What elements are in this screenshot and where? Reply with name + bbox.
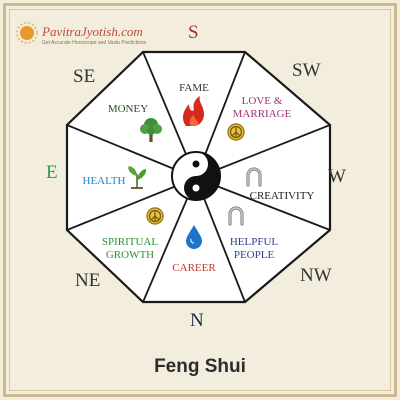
direction-northwest: NW [300,265,332,286]
sun-logo-icon [16,22,38,44]
sector-label-career: CAREER [172,262,216,274]
horseshoe-icon [228,206,244,226]
plant-icon [128,166,147,189]
sector-label-helpful-line2: PEOPLE [234,249,275,261]
sector-label-love-line1: LOVE & [242,95,283,107]
page-title: Feng Shui [154,356,246,377]
frame-border-inner [9,9,391,391]
sector-label-fame: FAME [179,82,209,94]
sector-label-spiritual-line1: SPIRITUAL [102,236,159,248]
peace-icon [146,207,164,225]
direction-north: N [190,310,204,331]
horseshoe-icon [246,167,262,187]
direction-west: W [328,166,346,187]
direction-southeast: SE [73,66,96,87]
direction-east: E [46,162,58,183]
sector-label-health: HEALTH [83,175,126,187]
fire-icon [182,96,204,126]
sector-label-helpful-line1: HELPFUL [230,236,279,248]
sector-label-love-line2: MARRIAGE [233,108,292,120]
water-drop-icon [186,225,202,249]
tree-icon [140,118,162,142]
sector-label-spiritual-line2: GROWTH [106,249,154,261]
sector-label-creativity: CREATIVITY [250,190,315,202]
direction-northeast: NE [75,270,101,291]
direction-southwest: SW [292,60,321,81]
brand-tagline: Get Accurate Horoscope and Vastu Predict… [42,40,147,46]
peace-icon [227,123,245,141]
direction-south: S [188,22,199,43]
yin-yang-icon [171,151,221,201]
sector-label-money: MONEY [108,103,148,115]
frame-border-outer [3,3,397,397]
brand-logo: PavitraJyotish.com Get Accurate Horoscop… [16,22,176,52]
brand-name: PavitraJyotish.com [42,24,143,39]
